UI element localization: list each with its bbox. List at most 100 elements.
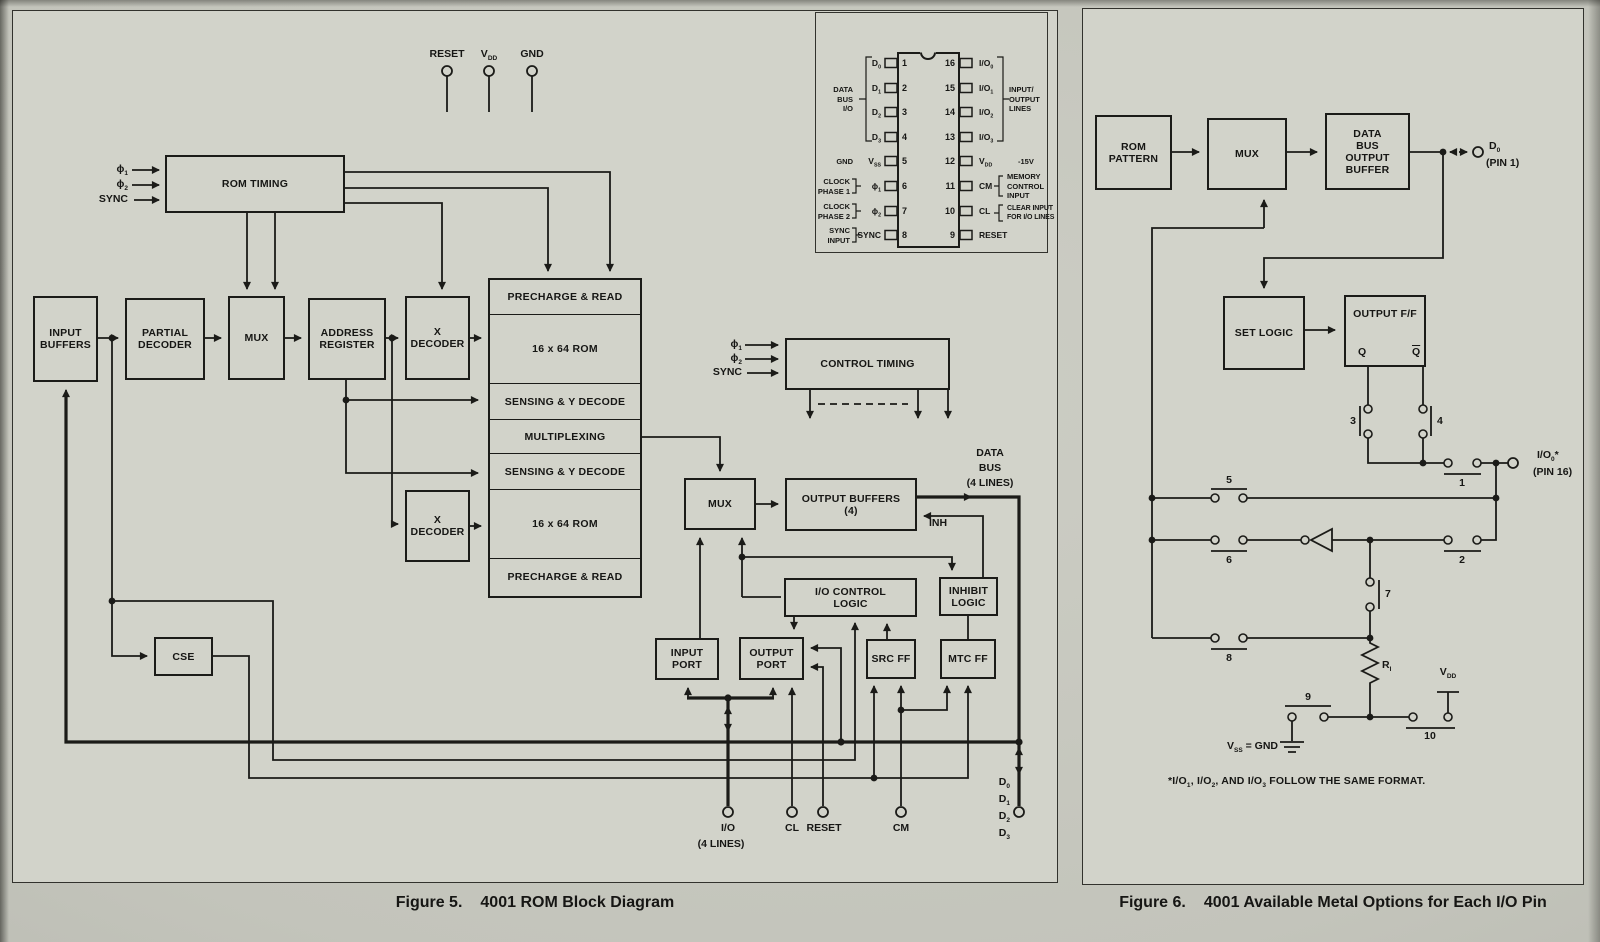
block-src-ff: SRC FF	[866, 639, 916, 679]
pin-label: CL	[979, 206, 991, 216]
output-ff-q-label: Q	[1358, 346, 1367, 358]
block-x-decoder-bottom: X DECODER	[405, 490, 470, 562]
block-label: INHIBIT LOGIC	[948, 584, 989, 609]
block-label: I/O CONTROL LOGIC	[814, 585, 887, 610]
d0-pin-label: (PIN 1)	[1486, 157, 1520, 169]
pin-label: VDD	[979, 156, 993, 169]
data-bus-label: DATA BUS (4 LINES)	[950, 446, 1030, 491]
pin-group-line: OUTPUT	[1009, 94, 1040, 104]
pin-number: 14	[944, 107, 955, 117]
block-output-port: OUTPUT PORT	[739, 637, 804, 680]
pin-group-line: INPUT	[827, 235, 851, 245]
pin-group-line: BUS	[837, 94, 853, 104]
reset-terminal-label: RESET	[806, 822, 842, 834]
pin-group-line: I/O	[842, 104, 853, 113]
control-timing-input-phi2: ϕ2	[730, 352, 743, 367]
figure5-caption-label: Figure 5.	[395, 894, 463, 911]
rom-stack-row: SENSING & Y DECODE	[490, 383, 640, 419]
switch-label-7: 7	[1385, 588, 1391, 600]
pin-group-line: MEMORY	[1007, 172, 1041, 181]
block-label: SRC FF	[871, 653, 911, 665]
pin-group-cm: MEMORY CONTROL INPUT	[1007, 172, 1044, 201]
pin-number: 15	[944, 83, 955, 93]
block-label: X DECODER	[410, 514, 465, 538]
block-label: MUX	[708, 498, 732, 510]
rom-stack-row: 16 x 64 ROM	[490, 489, 640, 558]
pin-label: CM	[979, 181, 993, 191]
block-partial-decoder: PARTIAL DECODER	[125, 298, 205, 380]
figure6-caption-text: 4001 Available Metal Options for Each I/…	[1203, 894, 1547, 911]
pin-group-line: INPUT/	[1009, 85, 1034, 94]
pin-number: 9	[949, 230, 955, 240]
switch-label-10: 10	[1424, 730, 1436, 742]
block-cse: CSE	[154, 637, 213, 676]
data-bus-line: BUS	[978, 462, 1002, 474]
output-ff-qbar-label: Q	[1412, 346, 1421, 358]
block-label: MUX	[1235, 148, 1259, 160]
control-timing-input-sync: SYNC	[712, 366, 742, 378]
block-label: DATA BUS OUTPUT BUFFER	[1345, 127, 1390, 176]
terminal-label-vdd: VDD	[480, 48, 498, 63]
io-terminal-label: I/O	[720, 822, 736, 834]
pin-number: 11	[945, 181, 955, 191]
dbus-label-d1: D1	[998, 793, 1010, 808]
d0-terminal-label: D0	[1489, 140, 1501, 155]
pin-number: 16	[944, 58, 955, 68]
pin-group-minus15v: -15V	[1018, 157, 1034, 166]
block-label: PARTIAL DECODER	[138, 327, 192, 351]
block-rom-timing: ROM TIMING	[165, 155, 345, 213]
block-label: INPUT BUFFERS	[40, 327, 91, 351]
figure6-caption-label: Figure 6.	[1119, 894, 1186, 911]
pin-number: 6	[902, 181, 908, 191]
vdd-label: VDD	[1439, 666, 1457, 681]
io-terminal-sublabel: (4 LINES)	[697, 838, 745, 850]
pin-label: D0	[871, 58, 881, 71]
block-label: SET LOGIC	[1234, 327, 1294, 339]
pin-number: 3	[902, 107, 908, 117]
rom-timing-input-sync: SYNC	[98, 193, 128, 205]
block-label: CSE	[172, 650, 195, 663]
pin-group-line: INPUT	[1007, 191, 1030, 200]
rom-stack-row: PRECHARGE & READ	[490, 558, 640, 595]
pin-label: I/O1	[979, 83, 994, 96]
block-set-logic: SET LOGIC	[1223, 296, 1305, 370]
resistor-ri-label: RI	[1382, 659, 1392, 674]
terminal-label-gnd: GND	[520, 48, 544, 60]
pin-number: 4	[902, 132, 908, 142]
pin-group-data-bus: DATA BUS I/O	[793, 85, 853, 114]
block-label: MTC FF	[948, 653, 988, 665]
block-label: INPUT PORT	[670, 647, 704, 671]
rom-timing-input-phi1: ϕ1	[116, 163, 129, 178]
rom-stack-row: PRECHARGE & READ	[507, 291, 623, 303]
pin-group-line: DATA	[833, 85, 853, 94]
block-label: ROM PATTERN	[1108, 140, 1159, 165]
pin-number: 1	[902, 58, 908, 68]
block-x-decoder-top: X DECODER	[405, 296, 470, 380]
block-control-timing: CONTROL TIMING	[785, 338, 950, 390]
block-mux-left: MUX	[228, 296, 285, 380]
inh-label: INH	[929, 517, 948, 529]
figure6-caption: Figure 6. 4001 Available Metal Options fo…	[1082, 894, 1584, 912]
pin-number: 2	[902, 83, 908, 93]
cm-terminal-label: CM	[892, 822, 910, 834]
rom-stack-row: SENSING & Y DECODE	[490, 453, 640, 489]
figure5-caption-text: 4001 ROM Block Diagram	[480, 894, 675, 911]
block-output-buffers: OUTPUT BUFFERS (4)	[785, 478, 917, 531]
rom-timing-input-phi2: ϕ2	[116, 178, 129, 193]
block-label: ROM TIMING	[221, 178, 289, 190]
data-bus-line: DATA	[976, 447, 1004, 459]
cl-terminal-label: CL	[785, 822, 799, 834]
pin-label: I/O2	[979, 107, 994, 120]
pin-group-sync: SYNC INPUT	[793, 226, 851, 245]
block-mux-fig6: MUX	[1207, 118, 1287, 190]
terminal-label-reset: RESET	[429, 48, 465, 60]
pin-group-clock1: CLOCK PHASE 1	[793, 177, 850, 196]
block-label: OUTPUT PORT	[749, 646, 794, 671]
footnote: *I/O1, I/O2, AND I/O3 FOLLOW THE SAME FO…	[1168, 775, 1426, 790]
rom-stack-row: MULTIPLEXING	[490, 419, 640, 453]
pin-label: I/O3	[979, 132, 994, 145]
switch-label-3: 3	[1350, 415, 1356, 427]
switch-label-1: 1	[1459, 477, 1465, 489]
pin-number: 5	[902, 156, 908, 166]
rom-stack-row: 16 x 64 ROM	[490, 314, 640, 383]
